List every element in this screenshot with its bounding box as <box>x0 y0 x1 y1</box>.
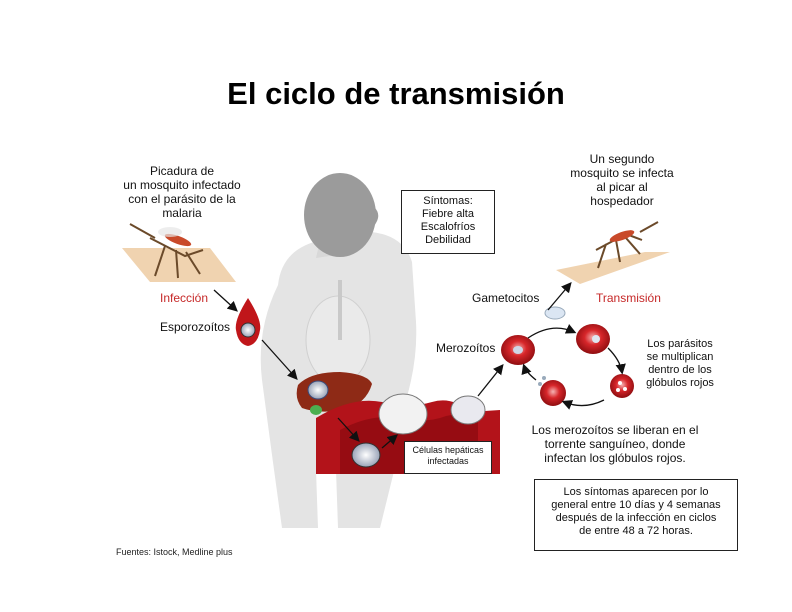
mosquito-infection <box>122 223 236 282</box>
sources-note: Fuentes: Istock, Medline plus <box>116 547 233 557</box>
multiply-caption: Los parásitos se multiplican dentro de l… <box>646 338 714 389</box>
gametocytes-label: Gametocitos <box>472 291 540 305</box>
transmission-label: Transmisión <box>596 291 661 305</box>
human-body <box>260 173 417 528</box>
transmission-caption: Un segundo mosquito se infecta al picar … <box>570 152 674 208</box>
mosquito-transmission <box>556 221 670 284</box>
sporozoites-label: Esporozoítos <box>160 320 231 334</box>
page-title: El ciclo de transmisión <box>227 76 565 111</box>
liver <box>296 372 372 415</box>
infection-label: Infección <box>160 291 209 305</box>
arrows <box>213 282 626 449</box>
red-blood-cells <box>501 306 634 406</box>
merozoites-label: Merozoítos <box>436 341 496 355</box>
hepatic-cells-box: Células hepáticas infectadas <box>404 441 492 474</box>
blood-drop <box>235 298 261 346</box>
symptoms-box: Síntomas: Fiebre alta Escalofríos Debili… <box>401 190 495 254</box>
infection-caption: Picadura de un mosquito infectado con el… <box>123 164 241 220</box>
note-box: Los síntomas aparecen por lo general ent… <box>534 479 738 551</box>
release-caption: Los merozoítos se liberan en el torrente… <box>531 423 699 465</box>
